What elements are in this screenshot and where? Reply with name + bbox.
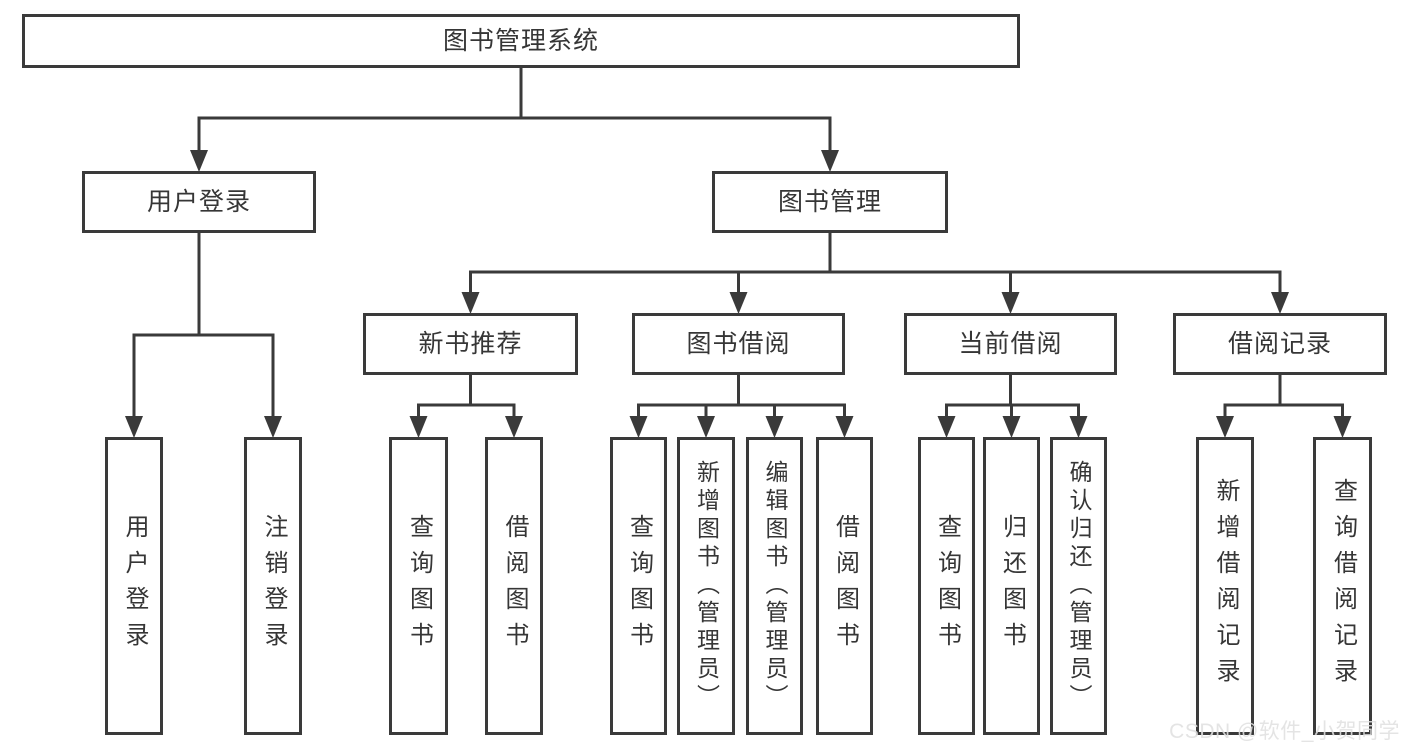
leaf-query-borrow-record-label: 查询借阅记录 (1329, 478, 1357, 694)
leaf-confirm-return-admin: 确认归还（管理员） (1050, 437, 1107, 735)
leaf-borrow-books-recommend: 借阅图书 (485, 437, 543, 735)
node-book-borrowing: 图书借阅 (632, 313, 845, 375)
leaf-query-books-recommend: 查询图书 (389, 437, 448, 735)
node-root: 图书管理系统 (22, 14, 1020, 68)
node-borrowing-records-label: 借阅记录 (1227, 329, 1332, 358)
leaf-query-books-borrowing: 查询图书 (610, 437, 667, 735)
node-book-borrowing-label: 图书借阅 (686, 329, 791, 358)
leaf-query-books-current-label: 查询图书 (933, 514, 961, 658)
leaf-return-books-label: 归还图书 (998, 514, 1026, 658)
leaf-query-books-recommend-label: 查询图书 (405, 514, 433, 658)
leaf-confirm-return-admin-label: 确认归还（管理员） (1066, 460, 1092, 712)
leaf-edit-books-admin: 编辑图书（管理员） (746, 437, 803, 735)
leaf-logout: 注销登录 (244, 437, 302, 735)
leaf-user-login-label: 用户登录 (121, 514, 148, 658)
leaf-query-books-current: 查询图书 (918, 437, 975, 735)
leaf-logout-label: 注销登录 (260, 514, 287, 658)
node-new-book-recommend: 新书推荐 (363, 313, 578, 375)
leaf-query-borrow-record: 查询借阅记录 (1313, 437, 1372, 735)
node-book-management: 图书管理 (712, 171, 948, 233)
leaf-borrow-books-recommend-label: 借阅图书 (501, 514, 528, 658)
leaf-add-borrow-record-label: 新增借阅记录 (1212, 478, 1239, 694)
leaf-return-books: 归还图书 (983, 437, 1040, 735)
leaf-add-borrow-record: 新增借阅记录 (1196, 437, 1254, 735)
node-new-book-recommend-label: 新书推荐 (418, 329, 523, 358)
leaf-borrow-books-borrowing: 借阅图书 (816, 437, 873, 735)
leaf-user-login: 用户登录 (105, 437, 163, 735)
node-current-borrowing-label: 当前借阅 (958, 329, 1063, 358)
node-user-login: 用户登录 (82, 171, 316, 233)
leaf-borrow-books-borrowing-label: 借阅图书 (831, 514, 859, 658)
node-current-borrowing: 当前借阅 (904, 313, 1117, 375)
node-borrowing-records: 借阅记录 (1173, 313, 1387, 375)
leaf-add-books-admin-label: 新增图书（管理员） (693, 460, 720, 712)
node-book-management-label: 图书管理 (777, 187, 882, 216)
node-root-label: 图书管理系统 (442, 26, 599, 55)
leaf-edit-books-admin-label: 编辑图书（管理员） (762, 460, 788, 712)
watermark: CSDN @软件_小贺同学 (1169, 720, 1400, 743)
leaf-query-books-borrowing-label: 查询图书 (625, 514, 653, 658)
leaf-add-books-admin: 新增图书（管理员） (677, 437, 735, 735)
node-user-login-label: 用户登录 (146, 187, 251, 216)
